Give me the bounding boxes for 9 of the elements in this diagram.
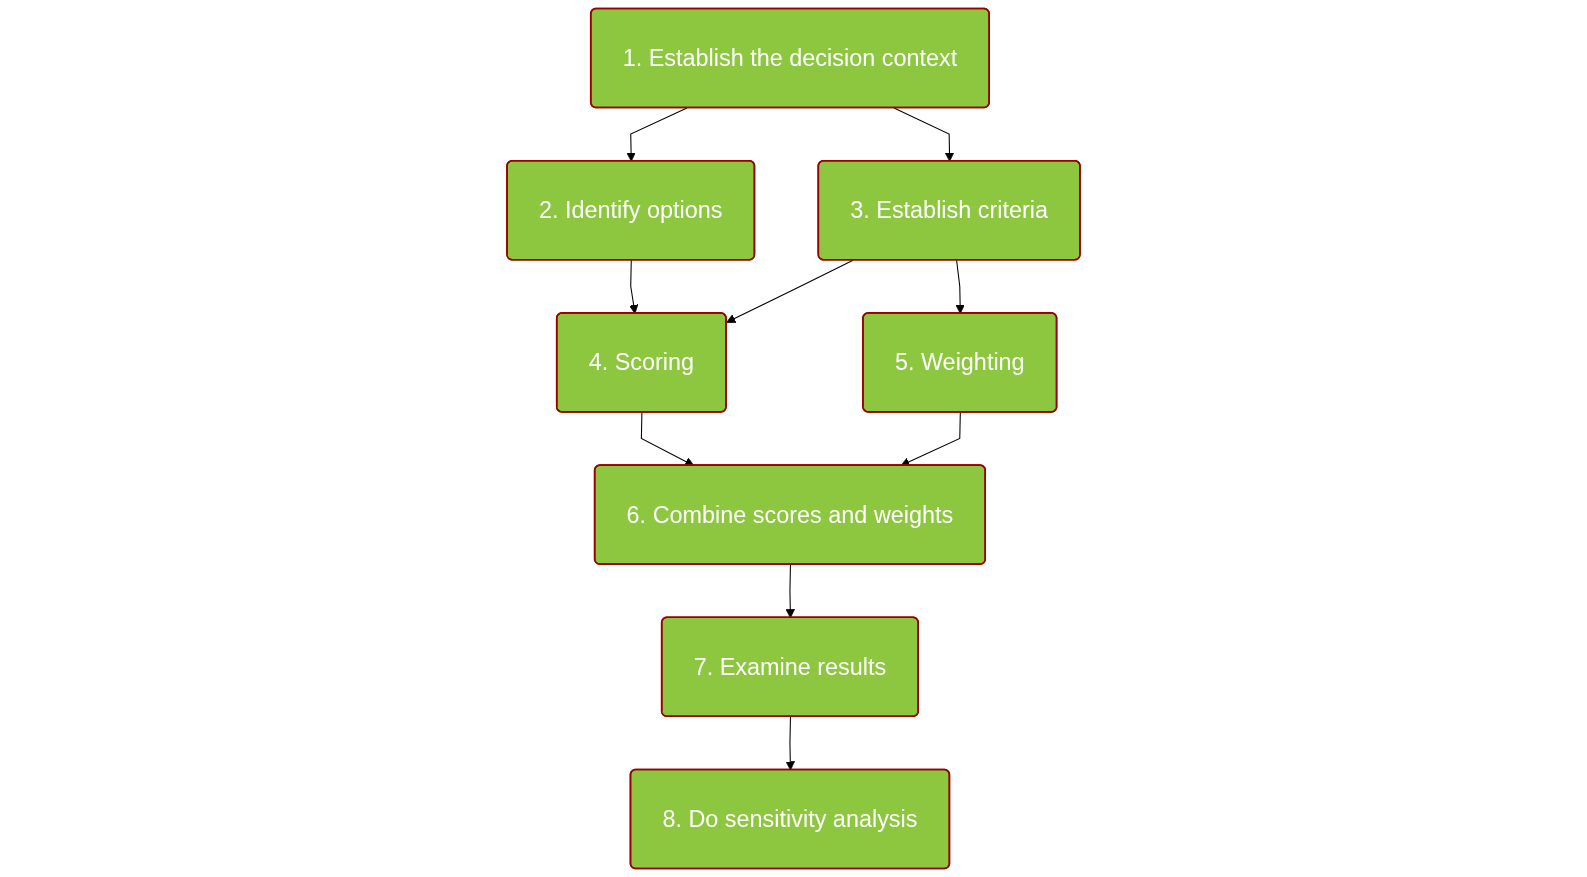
arrow	[640, 411, 695, 467]
arrow	[726, 259, 854, 323]
arrow	[955, 259, 965, 314]
arrow	[629, 259, 639, 314]
arrow	[626, 107, 688, 162]
arrow	[785, 564, 795, 619]
arrow	[900, 411, 961, 467]
arrow	[893, 107, 955, 162]
arrow	[785, 716, 795, 771]
